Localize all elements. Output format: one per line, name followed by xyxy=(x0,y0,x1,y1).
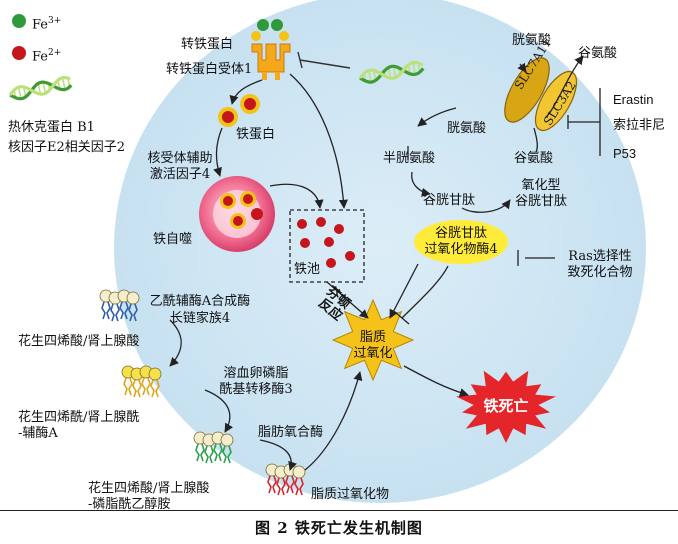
gssg-label-2: 谷胱甘肽 xyxy=(514,194,567,209)
ferroptosis-burst xyxy=(456,370,556,443)
nrf2-label: 核因子E2相关因子2 xyxy=(8,140,126,155)
hsp-label: 热休克蛋白 B1 xyxy=(8,120,95,135)
glutamate-extracellular-label: 谷氨酸 xyxy=(578,46,618,61)
aa-coa-label-1: 花生四烯酰/肾上腺酰 xyxy=(18,410,140,425)
cystine-extracellular-label: 胱氨酸 xyxy=(512,33,552,48)
transferrin-receptor-icon xyxy=(251,19,291,80)
aa-label: 花生四烯酸/肾上腺酸 xyxy=(18,334,140,349)
lipid-peroxidation-label-2: 过氧化 xyxy=(353,346,393,361)
iron-pool-label: 铁池 xyxy=(294,262,321,277)
lox-label: 脂肪氧合酶 xyxy=(258,425,324,440)
lipid-peroxidation-label-1: 脂质 xyxy=(359,330,386,345)
acsl4-label-2: 长链家族4 xyxy=(169,311,231,326)
aa-pe-label-1: 花生四烯酸/肾上腺酸 xyxy=(88,481,210,496)
gpx4-label-1: 谷胱甘肽 xyxy=(434,226,487,241)
dna-helix-icon xyxy=(358,60,425,84)
pathway-arrows xyxy=(169,55,584,471)
ferritinophagy-icon xyxy=(199,176,275,252)
inhibition-lines xyxy=(394,88,601,325)
acsl4-label-1: 乙酰辅酶A合成酶 xyxy=(149,294,251,309)
legend xyxy=(8,14,73,101)
erastin-label: Erastin xyxy=(613,92,654,107)
p53-label: P53 xyxy=(613,146,637,161)
aa-pe-label-2: -磷脂酰乙醇胺 xyxy=(88,497,171,512)
caption-divider xyxy=(0,510,678,511)
rsl-label-1: Ras选择性 xyxy=(568,249,632,264)
cell-body xyxy=(114,0,646,503)
fe3-label: Fe3+ xyxy=(32,16,62,33)
iron-pool xyxy=(289,209,365,283)
dna-helix-icon xyxy=(8,76,73,101)
gsh-label: 谷胱甘肽 xyxy=(423,193,476,208)
glutamate-intracellular-label: 谷氨酸 xyxy=(514,151,554,166)
lipid-molecule-aa xyxy=(99,289,140,322)
slc7a11-transporter xyxy=(504,57,550,123)
ferritin-label: 铁蛋白 xyxy=(236,127,276,142)
figure-caption: 图 2 铁死亡发生机制图 xyxy=(255,519,423,537)
fe2-ion-icon xyxy=(12,46,26,60)
lpcat3-label-1: 溶血卵磷脂 xyxy=(223,366,289,381)
cysteine-label: 半胱氨酸 xyxy=(383,151,436,166)
ncoa4-label-2: 激活因子4 xyxy=(149,167,211,182)
lpcat3-label-2: 酰基转移酶3 xyxy=(219,382,293,397)
fe2-label: Fe2+ xyxy=(32,48,62,65)
aa-coa-label-2: -辅酶A xyxy=(18,426,58,441)
gssg-label-1: 氧化型 xyxy=(521,178,561,193)
sorafenib-label: 索拉非尼 xyxy=(613,118,666,133)
cystine-intracellular-label: 胱氨酸 xyxy=(447,121,487,136)
gpx4-ellipse xyxy=(414,220,508,264)
gpx4-label-2: 过氧化物酶4 xyxy=(424,242,498,257)
lipid-molecule-aa-pe xyxy=(193,431,234,464)
fe3-ion-icon xyxy=(12,14,26,28)
ferroptosis-label: 铁死亡 xyxy=(483,397,529,415)
transferrin-receptor-label: 转铁蛋白受体1 xyxy=(166,62,253,77)
ncoa4-label-1: 核受体辅助 xyxy=(147,151,213,166)
lipid-molecule-aa-coa xyxy=(121,365,162,398)
lipid-peroxidation-star xyxy=(331,298,415,382)
ferritinophagy-label: 铁自噬 xyxy=(153,232,193,247)
lipid-peroxide-label: 脂质过氧化物 xyxy=(311,487,390,502)
ferritin-icon xyxy=(218,94,260,127)
transferrin-label: 转铁蛋白 xyxy=(181,37,234,52)
inhibit-line xyxy=(297,51,351,69)
rsl-label-2: 致死化合物 xyxy=(567,265,633,280)
